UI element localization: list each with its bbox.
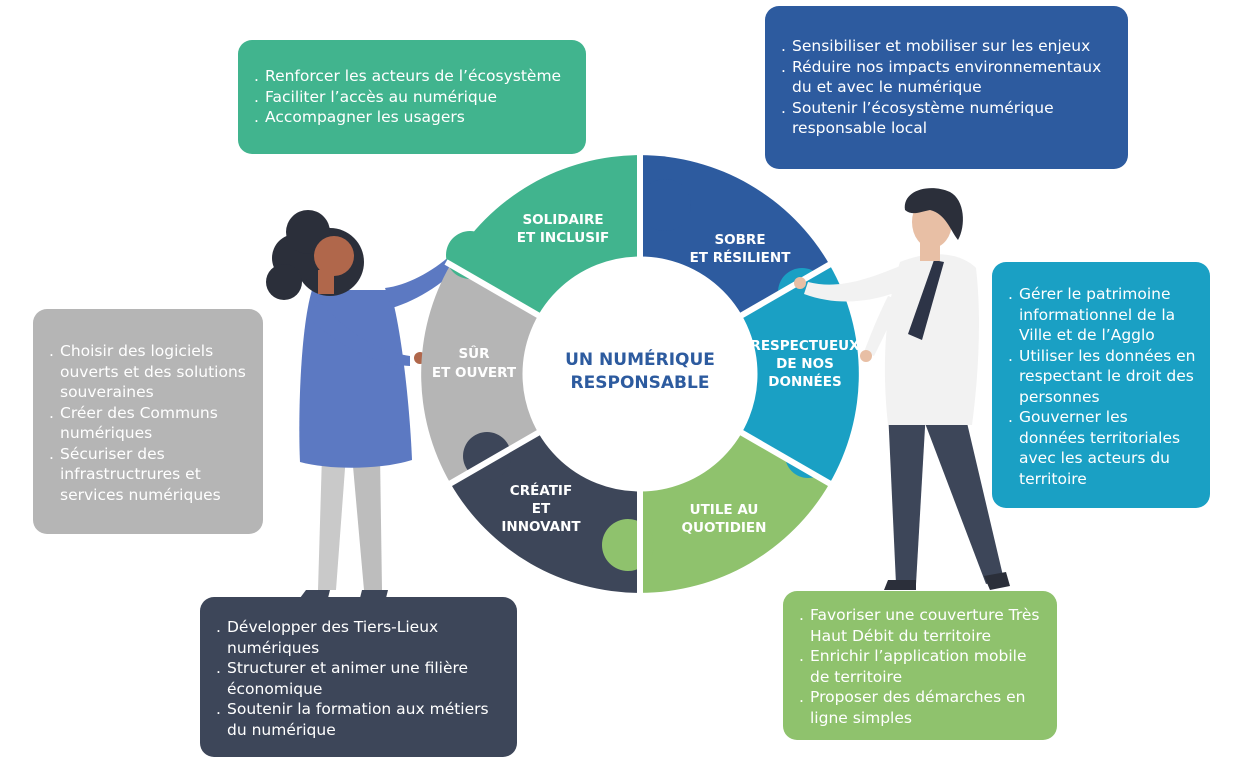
segment-label-utile: QUOTIDIEN <box>682 520 767 536</box>
puzzle-tab <box>639 179 691 231</box>
segment-respect <box>640 264 859 484</box>
list-item: Renforcer les acteurs de l’écosystème <box>254 66 572 87</box>
man-figure <box>794 188 1010 590</box>
segment-label-creatif: INNOVANT <box>501 519 581 535</box>
segment-label-respect: DE NOS <box>776 356 834 372</box>
center-title: UN NUMÉRIQUE <box>565 348 715 370</box>
list-item: Créer des Communs numériques <box>49 403 249 444</box>
list-item: Accompagner les usagers <box>254 107 572 128</box>
respect-actions-box: Gérer le patrimoine informationnel de la… <box>992 262 1210 508</box>
segment-label-respect: RESPECTUEUX <box>750 338 860 354</box>
list-item: Gouverner les données territoriales avec… <box>1008 407 1196 489</box>
list-item: Enrichir l’application mobile de territo… <box>799 646 1043 687</box>
segment-label-respect: DONNÉES <box>768 373 841 390</box>
sobre-actions-box: Sensibiliser et mobiliser sur les enjeux… <box>765 6 1128 169</box>
segment-label-solidaire: ET INCLUSIF <box>517 230 609 246</box>
list-item: Faciliter l’accès au numérique <box>254 87 572 108</box>
segment-utile <box>640 374 830 593</box>
segment-solidaire <box>450 155 640 374</box>
puzzle-tab <box>446 231 494 279</box>
solidaire-actions-box: Renforcer les acteurs de l’écosystème Fa… <box>238 40 586 154</box>
puzzle-tab <box>602 519 654 571</box>
list-item: Sécuriser des infrastructrures et servic… <box>49 444 249 506</box>
list-item: Sensibiliser et mobiliser sur les enjeux <box>781 36 1114 57</box>
segment-label-sur: SÛR <box>458 344 490 362</box>
sur-actions-box: Choisir des logiciels ouverts et des sol… <box>33 309 263 534</box>
list-item: Proposer des démarches en ligne simples <box>799 687 1043 728</box>
list-item: Utiliser les données en respectant le dr… <box>1008 346 1196 408</box>
list-item: Réduire nos impacts environnementaux du … <box>781 57 1114 98</box>
segment-label-utile: UTILE AU <box>690 502 759 518</box>
segment-creatif <box>450 374 640 593</box>
segment-sur <box>421 264 640 484</box>
creatif-actions-box: Développer des Tiers-Lieux numériques St… <box>200 597 517 757</box>
puzzle-tab <box>778 268 826 316</box>
list-item: Favoriser une couverture Très Haut Débit… <box>799 605 1043 646</box>
center-title: RESPONSABLE <box>571 373 710 393</box>
segment-label-creatif: CRÉATIF <box>510 482 572 499</box>
list-item: Développer des Tiers-Lieux numériques <box>216 617 503 658</box>
segment-label-solidaire: SOLIDAIRE <box>522 212 603 228</box>
list-item: Soutenir la formation aux métiers du num… <box>216 699 503 740</box>
utile-actions-box: Favoriser une couverture Très Haut Débit… <box>783 591 1057 740</box>
list-item: Gérer le patrimoine informationnel de la… <box>1008 284 1196 346</box>
segment-label-sobre: SOBRE <box>714 232 765 248</box>
list-item: Soutenir l’écosystème numérique responsa… <box>781 98 1114 139</box>
segment-label-sobre: ET RÉSILIENT <box>690 249 792 266</box>
segment-label-creatif: ET <box>532 501 551 517</box>
list-item: Structurer et animer une filière économi… <box>216 658 503 699</box>
list-item: Choisir des logiciels ouverts et des sol… <box>49 341 249 403</box>
segment-label-sur: ET OUVERT <box>432 365 517 381</box>
